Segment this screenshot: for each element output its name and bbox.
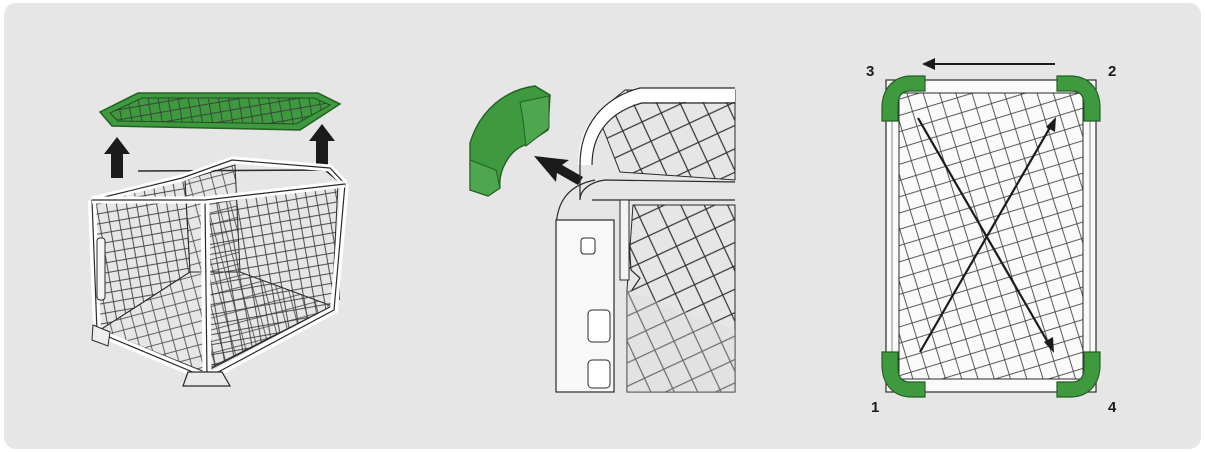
mesh-panel <box>899 93 1083 379</box>
crate-corner-closeup <box>556 88 735 392</box>
corner-label-2: 2 <box>1108 63 1116 80</box>
corner-label-4: 4 <box>1108 399 1117 416</box>
instruction-illustrations: 3 2 1 4 <box>4 3 1201 449</box>
crate-body <box>92 160 345 386</box>
diagonal-arrow-icon <box>534 156 583 185</box>
instruction-panel: 3 2 1 4 <box>4 3 1201 449</box>
corner-label-1: 1 <box>871 399 879 416</box>
up-arrow-icon <box>104 137 130 178</box>
left-arrow-icon <box>922 58 1055 70</box>
corner-label-3: 3 <box>866 63 874 80</box>
step-1-illustration <box>92 93 345 386</box>
up-arrow-icon <box>309 124 335 165</box>
green-corner-connector <box>470 86 550 196</box>
step-3-illustration: 3 2 1 4 <box>866 58 1117 416</box>
top-panel-lifted <box>100 93 340 130</box>
step-2-illustration <box>470 86 735 392</box>
